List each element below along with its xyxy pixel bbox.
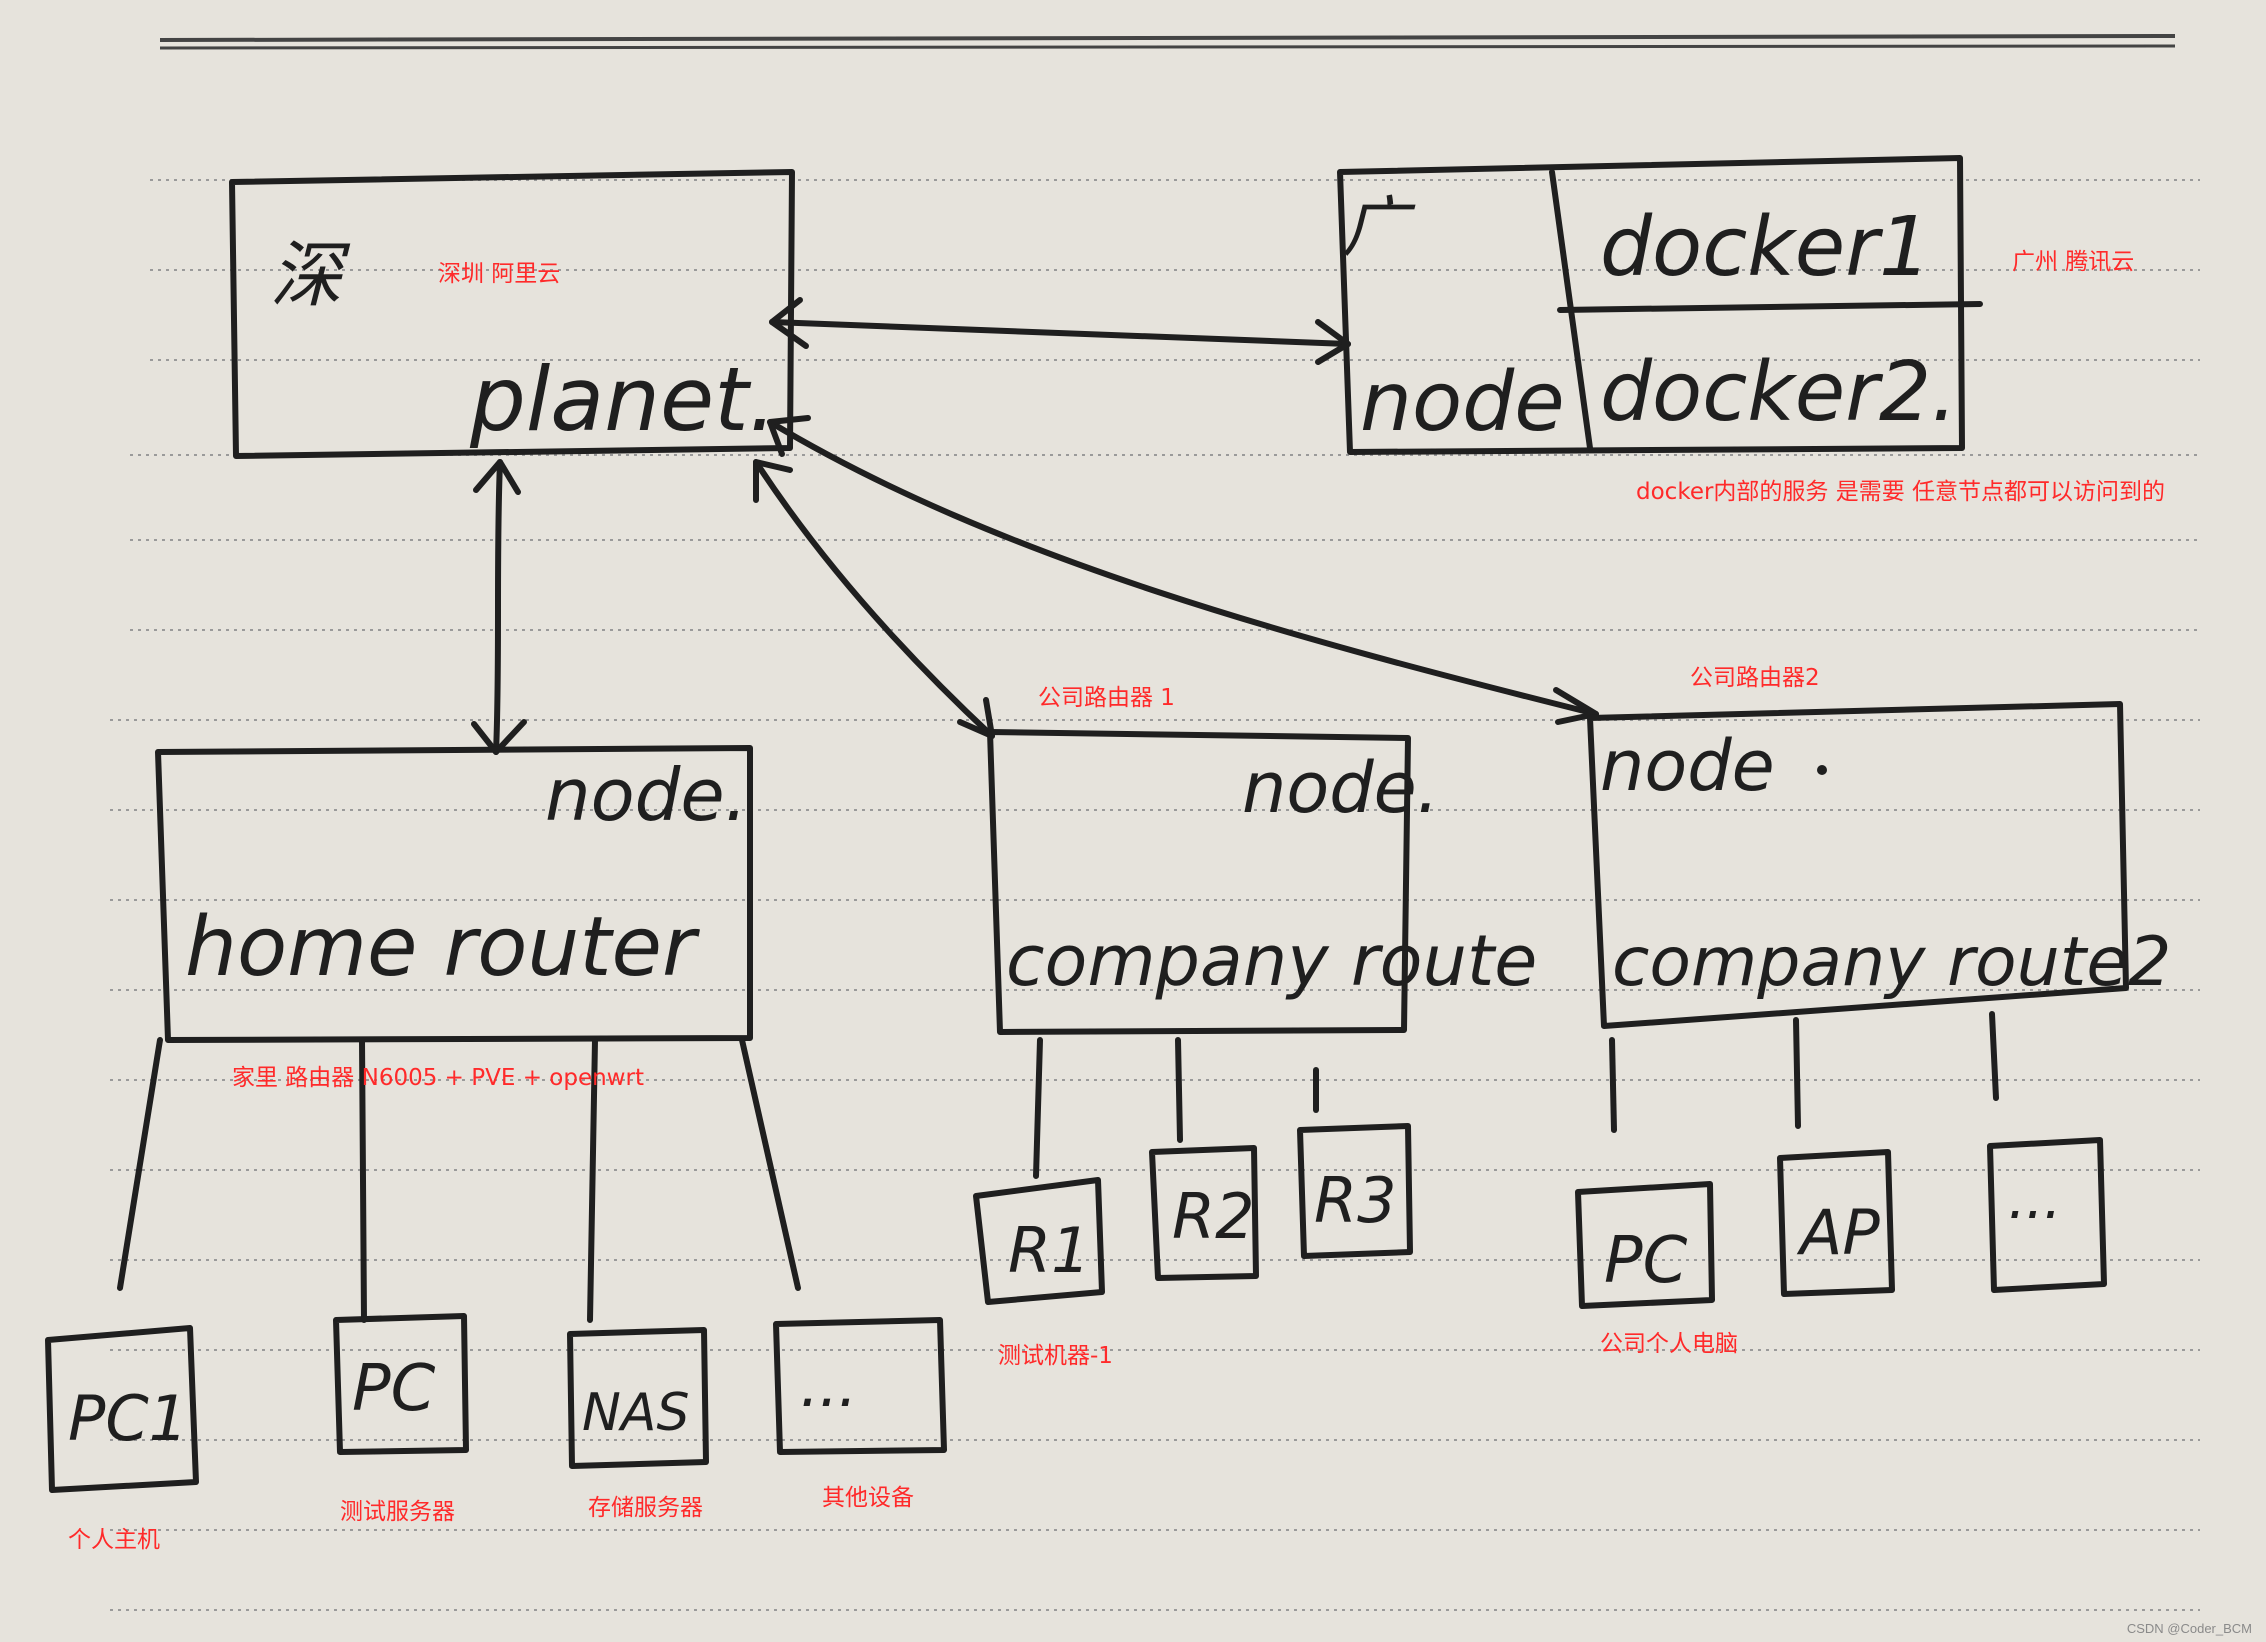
header-rule <box>159 34 2176 42</box>
device-pc-label: PC <box>352 1352 436 1426</box>
device-company-pc-label: PC <box>1604 1224 1688 1298</box>
device-r1-label: R1 <box>1008 1214 1091 1287</box>
node-label: node <box>1360 355 1565 450</box>
company2-router-label: company route2 <box>1612 923 2171 1002</box>
home-node-label: node. <box>545 753 748 837</box>
annotation-test-machine: 测试机器-1 <box>998 1343 1113 1369</box>
annotation-personal-host: 个人主机 <box>68 1527 160 1553</box>
guang-char: 广 <box>1342 189 1416 266</box>
company1-devices: R1 R2 R3 <box>973 1123 1413 1305</box>
company1-router-label: company route <box>1006 920 1537 1002</box>
planet-label: planet. <box>469 348 777 451</box>
company-router-2-box: node company route2 <box>1587 701 2171 1133</box>
annotation-home-router-desc: 家里 路由器 N6005 + PVE + openwrt <box>232 1065 644 1091</box>
planet-box: 深 planet. <box>229 169 795 459</box>
company2-node-label: node <box>1600 725 1775 807</box>
annotation-test-server: 测试服务器 <box>340 1499 455 1525</box>
annotation-company-router-2: 公司路由器2 <box>1690 665 1820 691</box>
shen-char: 深 <box>270 233 351 317</box>
annotation-other-devices: 其他设备 <box>822 1485 914 1511</box>
annotation-storage-server: 存储服务器 <box>588 1495 703 1521</box>
device-other2-label: ... <box>2008 1167 2061 1232</box>
device-r2-label: R2 <box>1172 1180 1255 1253</box>
annotation-company-pc: 公司个人电脑 <box>1600 1331 1738 1357</box>
watermark-credit: CSDN @Coder_BCM <box>2126 1621 2252 1636</box>
company-router-1-box: node. company route <box>987 729 1537 1179</box>
device-nas-label: NAS <box>582 1383 689 1443</box>
docker2-label: docker2. <box>1600 345 1957 440</box>
ink-dot <box>1817 765 1827 775</box>
company1-node-label: node. <box>1242 747 1439 829</box>
home-devices: PC1 PC NAS ... <box>45 1313 947 1493</box>
device-ap-label: AP <box>1796 1196 1880 1269</box>
device-other-label: ... <box>800 1351 857 1421</box>
annotation-shenzhen-aliyun: 深圳 阿里云 <box>438 261 561 287</box>
device-pc1-label: PC1 <box>68 1382 188 1455</box>
docker-node-box: 广 node docker1 docker2. <box>1337 155 1983 455</box>
annotation-company-router-1: 公司路由器 1 <box>1038 685 1175 711</box>
home-router-box: node. home router <box>117 745 801 1323</box>
annotation-docker-note: docker内部的服务 是需要 任意节点都可以访问到的 <box>1636 479 2166 505</box>
annotation-guangzhou-tencent: 广州 腾讯云 <box>2012 249 2135 275</box>
device-r3-label: R3 <box>1314 1164 1397 1237</box>
docker1-label: docker1 <box>1600 200 1931 295</box>
home-router-label: home router <box>185 900 700 995</box>
company2-devices: PC AP ... <box>1575 1137 2107 1309</box>
header-rule <box>159 44 2176 50</box>
